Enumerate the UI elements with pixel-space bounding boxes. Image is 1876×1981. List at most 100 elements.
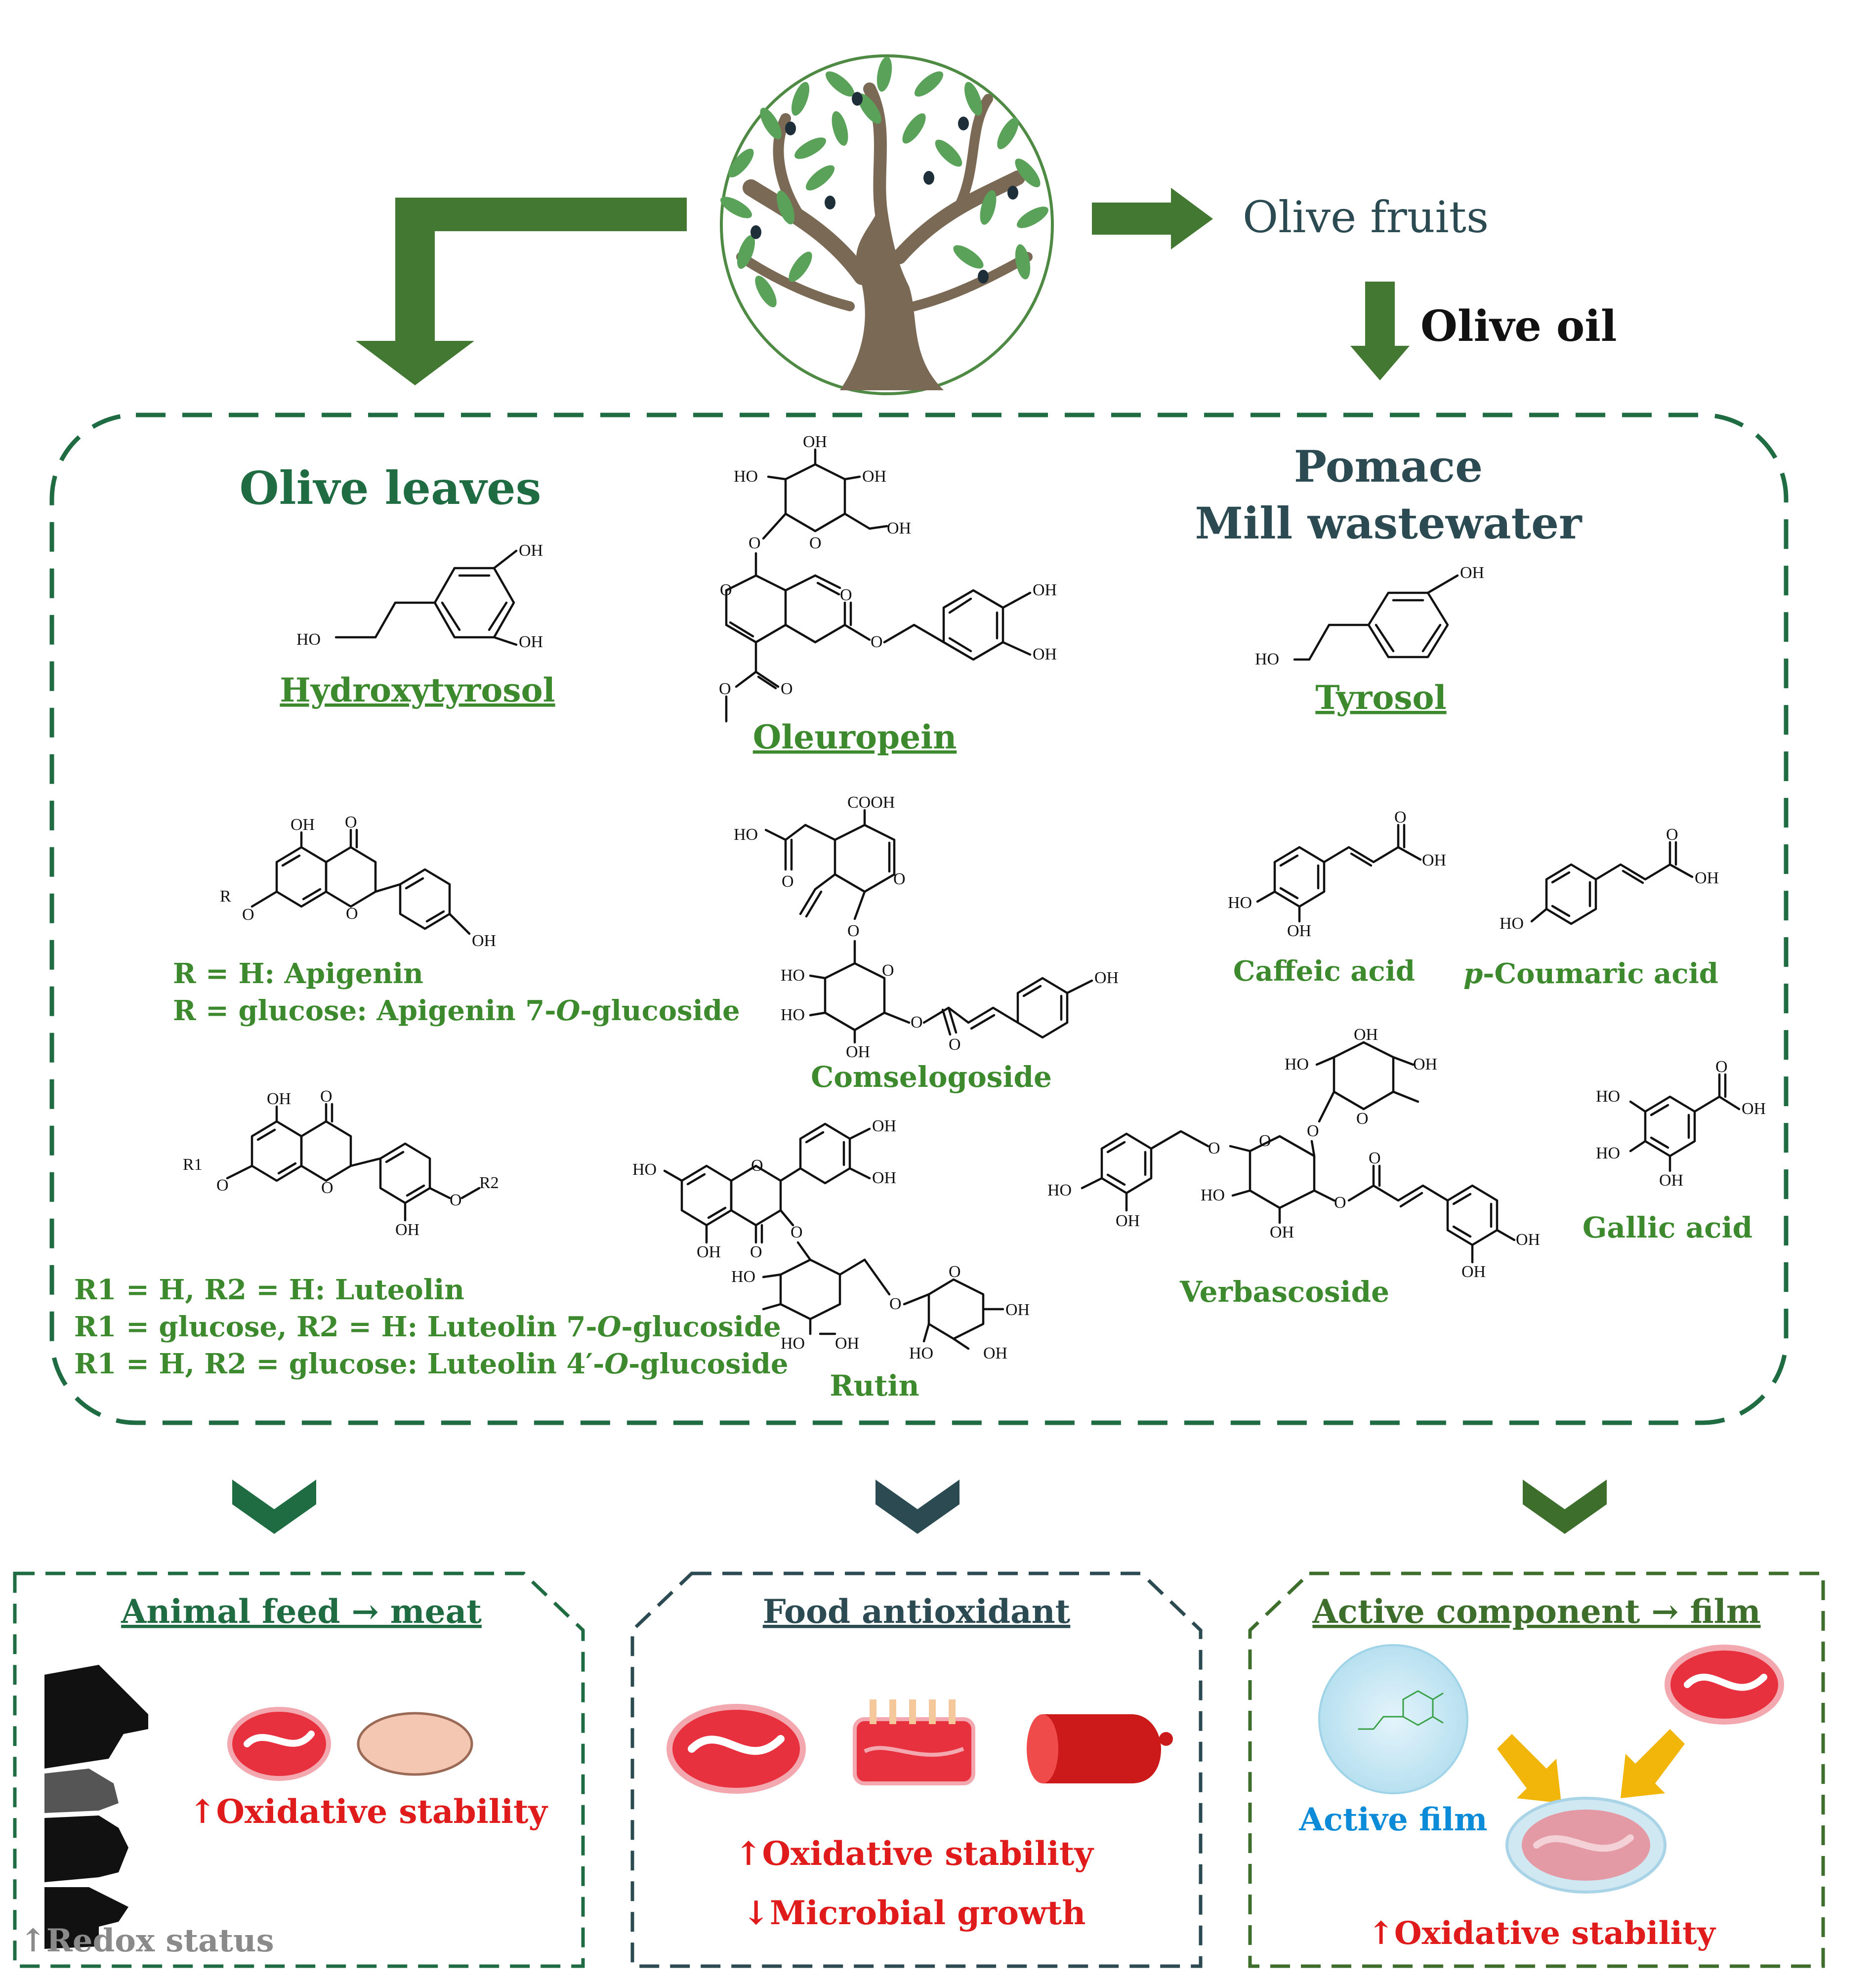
atom-label: R1 [183,1156,203,1174]
atom-label: HO [1228,894,1252,912]
hydroxytyrosol-structure: OH OH HO [296,541,543,651]
atom-label: OH [1033,645,1057,663]
salami-icon [1027,1714,1173,1783]
atom-label: HO [632,1160,657,1179]
steak-icon [667,1704,806,1794]
apigenin-caption-part: R = glucose: Apigenin 7- [173,994,556,1027]
atom-label: O [1307,1122,1319,1140]
active-film-label: Active film [1298,1801,1487,1838]
active-film-title: Active component → film [1312,1592,1760,1631]
atom-label: HO [1285,1055,1309,1073]
pig-silhouette [44,1816,128,1882]
olive-oil-label: Olive oil [1420,301,1617,351]
luteolin-caption-line2: R1 = glucose, R2 = H: Luteolin 7-O-gluco… [74,1311,781,1343]
atom-label: O [320,1087,333,1106]
atom-label: O [1394,808,1407,826]
mill-wastewater-label: Mill wastewater [1195,497,1583,549]
rutin-structure: HO OH O O OH OH O HO HO OH O O OH [632,1117,1030,1362]
tree-branch-low-right [909,252,1033,311]
atom-label: OH [697,1243,721,1261]
arrow-to-fruits [1092,188,1213,249]
gallic-acid-structure: O OH HO HO OH [1596,1058,1766,1190]
atom-label: OH [1116,1212,1140,1230]
atom-label: O [781,680,793,698]
tree-branch-left [743,179,871,285]
atom-label: O [949,1035,961,1054]
atom-label: COOH [847,793,895,812]
atom-label: OH [1354,1026,1378,1044]
atom-label: O [871,633,883,651]
atom-label: HO [781,966,805,985]
chevron-down-icon [1523,1480,1607,1534]
tree-leaves [720,56,1048,307]
atom-label: O [346,905,358,923]
comselogoside-structure: COOH HO O O O O HO HO OH O O OH [734,793,1119,1061]
raw-meat-icon [227,1707,331,1781]
atom-label: O [751,1156,763,1175]
atom-label: O [321,1179,334,1197]
food-microbial-growth: ↓Microbial growth [743,1894,1086,1932]
atom-label: OH [887,519,911,537]
atom-label: OH [1033,581,1057,599]
atom-label: OH [803,433,827,451]
atom-label: OH [1413,1055,1437,1073]
atom-label: O [1715,1058,1728,1076]
chevron-down-icon [875,1480,959,1534]
atom-label: OH [1287,922,1311,940]
atom-label: O [345,813,357,831]
tree-trunk [840,188,944,390]
atom-label: OH [519,541,543,560]
atom-label: O [1334,1194,1346,1212]
oleuropein-structure: OH HO OH OH O O O O O O O [719,433,1057,723]
luteolin-caption-line1: R1 = H, R2 = H: Luteolin [74,1274,464,1306]
feed-redox-status: ↑Redox status [20,1922,274,1959]
atom-label: O [1666,825,1678,844]
active-film-disc [1318,1644,1468,1794]
atom-label: O [749,534,761,552]
food-antioxidant-title: Food antioxidant [763,1592,1071,1631]
atom-label: OH [1094,969,1119,987]
olive-fruits-label: Olive fruits [1243,192,1489,243]
tree-branch-low-left [736,252,855,311]
atom-label: HO [296,630,321,649]
atom-label: O [720,581,732,599]
atom-label: O [911,1013,923,1032]
verbascoside-label: Verbascoside [1179,1275,1389,1309]
atom-label: OH [872,1117,896,1135]
chicken-breast-icon [357,1712,473,1776]
olive-fruits-on-tree [750,92,1018,284]
arrow-to-oil [1350,282,1410,380]
atom-label: HO [781,1334,805,1353]
atom-label: OH [1005,1301,1030,1319]
feed-oxidative-stability: ↑Oxidative stability [189,1792,548,1831]
livestock-silhouettes [44,1665,148,1949]
pomace-label: Pomace [1294,441,1483,492]
atom-label: OH [395,1221,419,1239]
luteolin-structure: OH O O O R1 OH O R2 [183,1087,499,1239]
atom-label: OH [1422,851,1446,869]
p-coumaric-prefix: p [1463,957,1483,990]
meat-rack-icon [853,1699,975,1785]
atom-label: O [450,1191,462,1209]
atom-label: OH [291,816,315,834]
luteolin-caption-part: R1 = glucose, R2 = H: Luteolin 7- [74,1311,597,1343]
atom-label: R2 [479,1174,499,1192]
atom-label: R [220,887,231,906]
olive-leaves-label: Olive leaves [240,461,542,515]
arrow-left-down-icon [1621,1729,1685,1798]
oleuropein-label: Oleuropein [753,718,957,756]
atom-label: O [719,680,731,698]
animal-feed-title: Animal feed → meat [121,1592,482,1631]
atom-label: HO [1596,1087,1620,1106]
food-oxidative-stability: ↑Oxidative stability [735,1834,1094,1873]
atom-label: O [782,872,794,891]
luteolin-caption-italic: O [604,1348,628,1380]
atom-label: OH [472,932,496,950]
goat-silhouette [44,1887,128,1949]
atom-label: OH [1659,1171,1683,1190]
film-oxidative-stability: ↑Oxidative stability [1368,1915,1716,1952]
p-coumaric-rest: -Coumaric acid [1483,957,1718,990]
tree-branch-left-2 [773,113,806,223]
atom-label: OH [1516,1231,1540,1249]
